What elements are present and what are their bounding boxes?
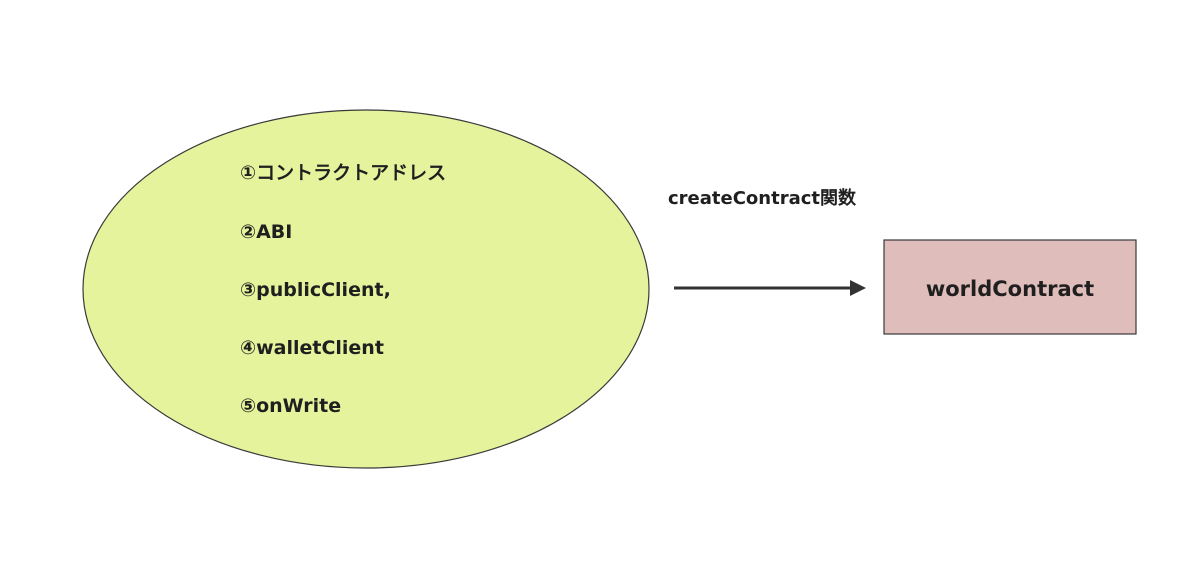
connector-group: createContract関数: [668, 187, 866, 296]
target-box-label: worldContract: [926, 277, 1094, 301]
ellipse-item-public-client: ③publicClient,: [240, 279, 391, 301]
ellipse-item-abi: ②ABI: [240, 221, 292, 243]
target-box: [883, 239, 1137, 335]
target-box-group: worldContract: [883, 239, 1137, 335]
ellipse-item-on-write: ⑤onWrite: [240, 395, 341, 417]
inputs-ellipse-group: ①コントラクトアドレス ②ABI ③publicClient, ④walletC…: [82, 109, 650, 469]
ellipse-item-wallet-client: ④walletClient: [240, 337, 384, 359]
inputs-ellipse: [82, 109, 650, 469]
arrow-label: createContract関数: [668, 187, 857, 209]
ellipse-item-contract-address: ①コントラクトアドレス: [240, 162, 446, 184]
arrow-head-icon: [850, 280, 866, 296]
